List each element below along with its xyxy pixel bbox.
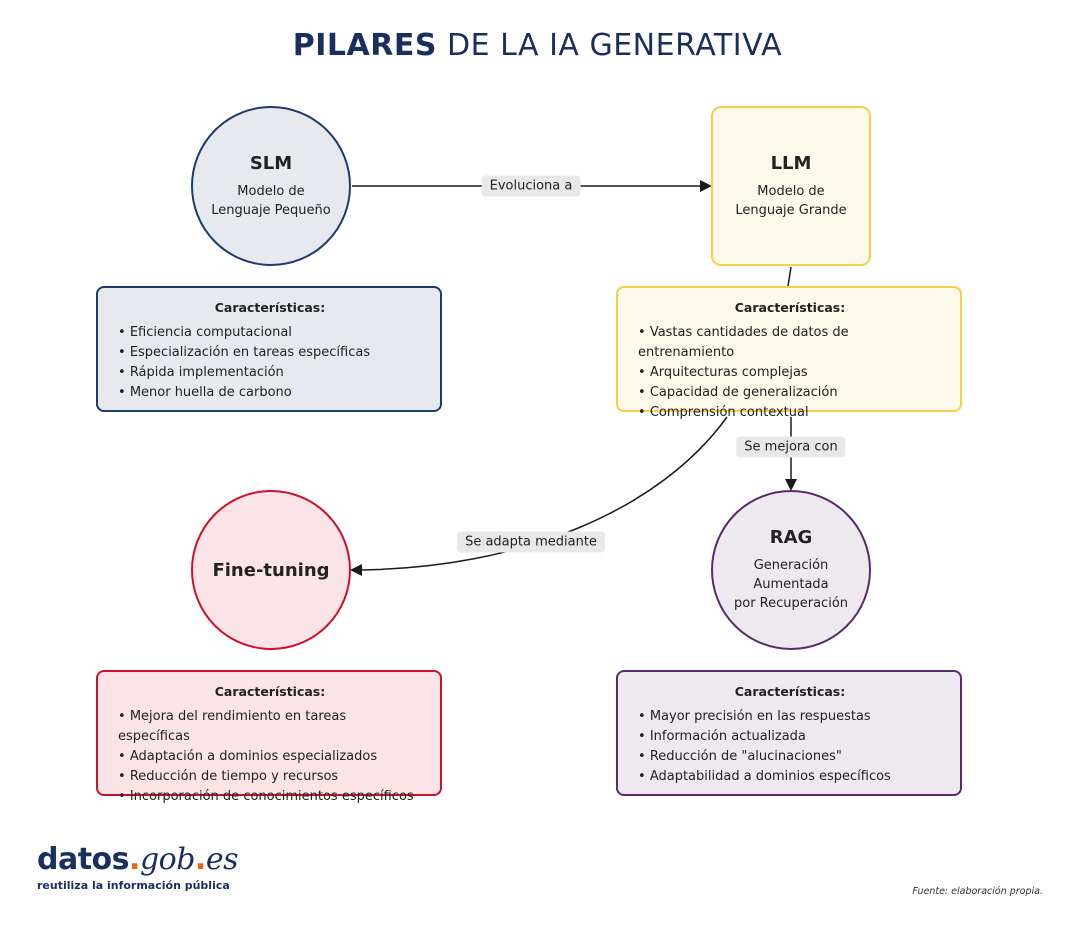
characteristic-item: Mejora del rendimiento en tareas específ…	[118, 707, 422, 747]
characteristic-item: Adaptación a dominios especializados	[118, 747, 422, 767]
characteristic-item: Vastas cantidades de datos de entrenamie…	[638, 323, 942, 363]
node-llm-title: LLM	[770, 152, 812, 174]
subtitle-line: Aumentada	[753, 577, 829, 592]
characteristic-item: Información actualizada	[638, 727, 942, 747]
characteristic-item: Mayor precisión en las respuestas	[638, 707, 942, 727]
logo-tagline: reutiliza la información pública	[37, 879, 230, 892]
rag-characteristics: Características: Mayor precisión en las …	[616, 670, 962, 796]
characteristic-item: Arquitecturas complejas	[638, 363, 942, 383]
characteristics-heading: Características:	[214, 300, 326, 315]
node-llm: LLM Modelo de Lenguaje Grande	[711, 106, 871, 266]
characteristics-heading: Características:	[734, 300, 846, 315]
llm-characteristics: Características: Vastas cantidades de da…	[616, 286, 962, 420]
characteristic-item: Eficiencia computacional	[118, 323, 422, 343]
characteristic-item: Reducción de "alucinaciones"	[638, 747, 942, 767]
node-slm-title: SLM	[249, 152, 293, 174]
characteristic-item: Incorporación de conocimientos específic…	[118, 787, 422, 807]
subtitle-line: Modelo de	[237, 183, 305, 199]
edge-label-se-adapta: Se adapta mediante	[457, 531, 605, 553]
logo-datos: datos	[37, 842, 130, 877]
characteristics-heading: Características:	[734, 684, 846, 699]
characteristic-item: Reducción de tiempo y recursos	[118, 767, 422, 787]
logo-dot: .	[129, 842, 140, 877]
characteristic-item: Especialización en tareas específicas	[118, 343, 422, 363]
finetuning-characteristics: Características: Mejora del rendimiento …	[96, 670, 442, 804]
characteristic-item: Menor huella de carbono	[118, 383, 422, 403]
subtitle-line: Modelo de	[757, 183, 825, 199]
node-rag-title: RAG	[769, 527, 813, 548]
node-slm-subtitle: Modelo de Lenguaje Pequeño	[211, 182, 331, 220]
node-llm-subtitle: Modelo de Lenguaje Grande	[735, 182, 846, 220]
datos-gob-logo: datos.gob.es reutiliza la información pú…	[37, 842, 238, 892]
subtitle-line: Generación	[753, 558, 829, 573]
logo-gob: gob	[139, 842, 195, 877]
source-note: Fuente: elaboración propia.	[912, 886, 1043, 897]
logo-dot: .	[194, 842, 206, 877]
node-slm: SLM Modelo de Lenguaje Pequeño	[191, 106, 351, 266]
page-title: PILARES DE LA IA GENERATIVA	[0, 28, 1075, 63]
node-finetuning: Fine-tuning	[191, 490, 351, 650]
characteristic-item: Comprensión contextual	[638, 403, 942, 423]
subtitle-line: Lenguaje Grande	[735, 202, 847, 218]
slm-characteristics: Características: Eficiencia computaciona…	[96, 286, 442, 412]
characteristic-item: Capacidad de generalización	[638, 383, 942, 403]
logo-es: es	[205, 842, 239, 877]
subtitle-line: Lenguaje Pequeño	[211, 202, 331, 218]
edge-llm-finetuning	[350, 416, 728, 576]
characteristic-item: Adaptabilidad a dominios específicos	[638, 767, 942, 787]
title-bold: PILARES	[292, 28, 437, 63]
characteristic-item: Rápida implementación	[118, 363, 422, 383]
node-finetuning-title: Fine-tuning	[212, 559, 330, 581]
subtitle-line: por Recuperación	[733, 596, 849, 611]
title-rest: DE LA IA GENERATIVA	[447, 28, 783, 63]
edge-llm-chars	[787, 266, 792, 287]
edge-label-evoluciona: Evoluciona a	[481, 175, 581, 197]
edge-label-se-mejora: Se mejora con	[736, 436, 846, 458]
characteristics-heading: Características:	[214, 684, 326, 699]
